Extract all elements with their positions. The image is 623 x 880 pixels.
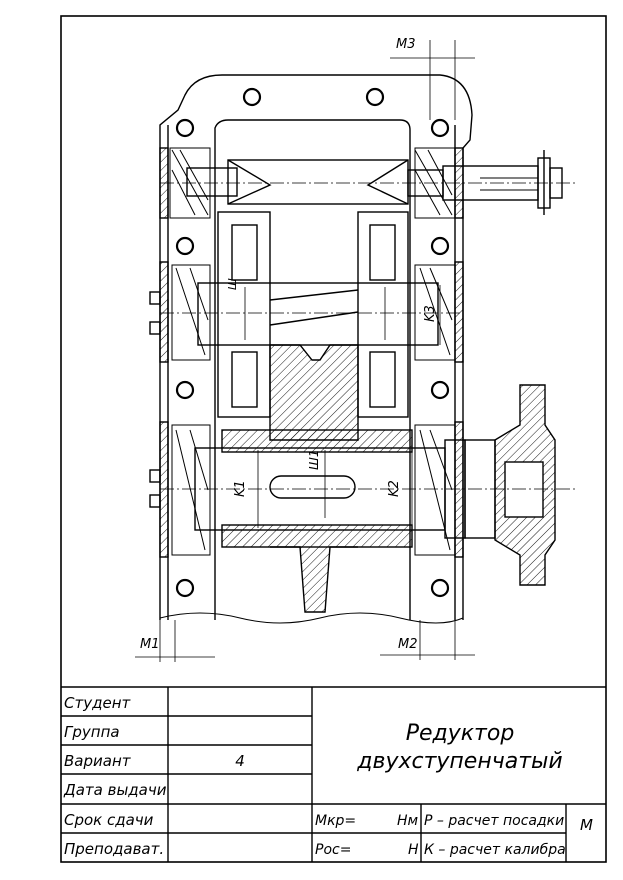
drawing-title-line1: Редуктор: [406, 721, 515, 746]
gearbox-drawing: [135, 40, 575, 662]
output-shaft: [149, 384, 575, 586]
housing-outline: [159, 74, 473, 620]
row-label-student: Студент: [64, 694, 131, 712]
k-note: К – расчет калибра: [424, 842, 566, 858]
row-label-variant: Вариант: [64, 752, 132, 770]
row-label-group: Группа: [64, 723, 120, 741]
mkr-unit: Нм: [397, 813, 419, 829]
dim-m1-label: M1: [140, 637, 160, 652]
dim-sh1-label: Ш1: [307, 450, 321, 470]
dim-k2-label: K2: [387, 480, 402, 497]
variant-value: 4: [235, 752, 245, 770]
pos-unit: Н: [408, 842, 419, 858]
row-label-teacher: Преподават.: [64, 840, 164, 858]
input-shaft: [160, 150, 575, 215]
row-label-issue-date: Дата выдачи: [63, 781, 167, 799]
dim-m2-label: M2: [398, 637, 418, 652]
mkr-label: Мкр=: [315, 813, 356, 829]
dim-k1-label: K1: [233, 480, 248, 497]
dim-m3-label: M3: [396, 37, 416, 52]
housing-inner-top: [214, 119, 411, 140]
sheet-frame: [60, 15, 607, 863]
m-note: М: [580, 816, 593, 834]
bolt-holes: [175, 87, 450, 598]
dim-k3-label: K3: [423, 305, 438, 322]
drawing-title-line2: двухступенчатый: [356, 749, 562, 774]
p-note: Р – расчет посадки: [424, 813, 564, 829]
title-block: [61, 686, 606, 862]
pos-label: Рос=: [315, 842, 351, 858]
output-gear-web: [221, 344, 413, 613]
row-label-deadline: Срок сдачи: [64, 811, 154, 829]
dim-sh-label: Ш: [226, 278, 239, 290]
